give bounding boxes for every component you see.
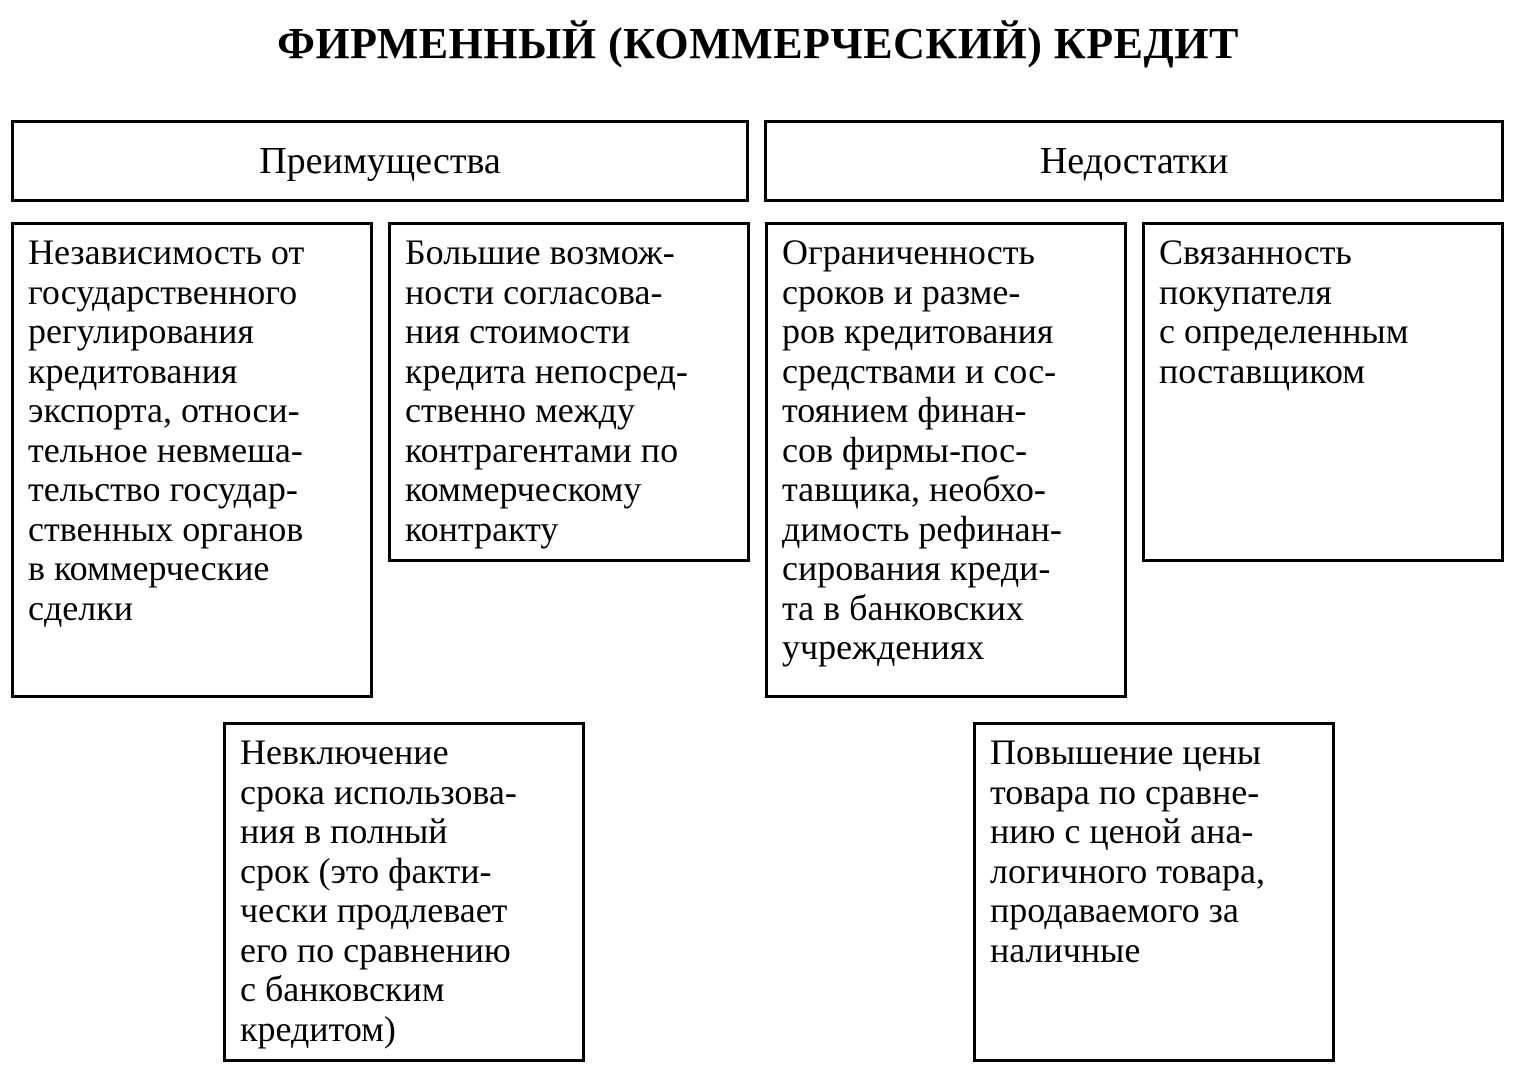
disadvantage-limits-box: Ограниченность сроков и разме- ров креди… <box>765 222 1127 698</box>
advantage-independence-box: Независимость от государственного регули… <box>11 222 373 698</box>
advantage-term-exclusion-box: Невключение срока использова- ния в полн… <box>223 722 585 1062</box>
advantages-header: Преимущества <box>11 120 749 202</box>
diagram-title: ФИРМЕННЫЙ (КОММЕРЧЕСКИЙ) КРЕДИТ <box>277 19 1239 68</box>
disadvantages-header: Недостатки <box>764 120 1504 202</box>
disadvantage-price-increase-box: Повышение цены товара по сравне- нию с ц… <box>973 722 1335 1062</box>
advantage-cost-negotiation-box: Большие возмож- ности согласова- ния сто… <box>388 222 750 562</box>
advantages-header-label: Преимущества <box>259 140 501 182</box>
disadvantage-supplier-tie-box: Связанность покупателя с определенным по… <box>1142 222 1504 562</box>
disadvantages-header-label: Недостатки <box>1039 140 1229 182</box>
